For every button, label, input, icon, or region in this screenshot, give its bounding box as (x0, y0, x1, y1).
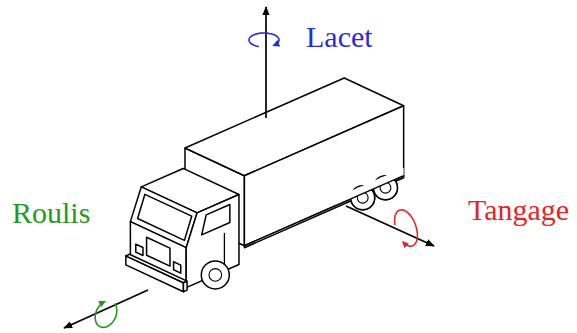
yaw-rotation-arrow (249, 33, 279, 47)
yaw-axis (265, 7, 267, 118)
pitch-axis (346, 206, 434, 246)
truck (126, 78, 404, 292)
box-side (244, 106, 403, 246)
axis-label: Roulis (12, 198, 90, 228)
roll-rotation-arrow (95, 302, 117, 328)
roll-axis (64, 290, 148, 328)
axes (64, 7, 434, 328)
axis-label: Lacet (306, 22, 373, 52)
box-edge (335, 176, 403, 206)
bumper-side (183, 281, 187, 292)
bumper-top (126, 254, 187, 282)
bumper-front (126, 256, 184, 292)
door-line (224, 233, 225, 265)
wheel-hub (209, 269, 222, 282)
chassis (244, 176, 403, 248)
pitch-rotation-arrow (395, 210, 418, 246)
front-wheel (201, 261, 229, 289)
axis-label: Tangage (468, 195, 569, 225)
box-side-strip (335, 168, 403, 206)
headlight (136, 244, 143, 255)
grille (147, 237, 170, 266)
headlight (174, 262, 181, 273)
side-window (202, 204, 230, 234)
cab-side (186, 194, 239, 287)
